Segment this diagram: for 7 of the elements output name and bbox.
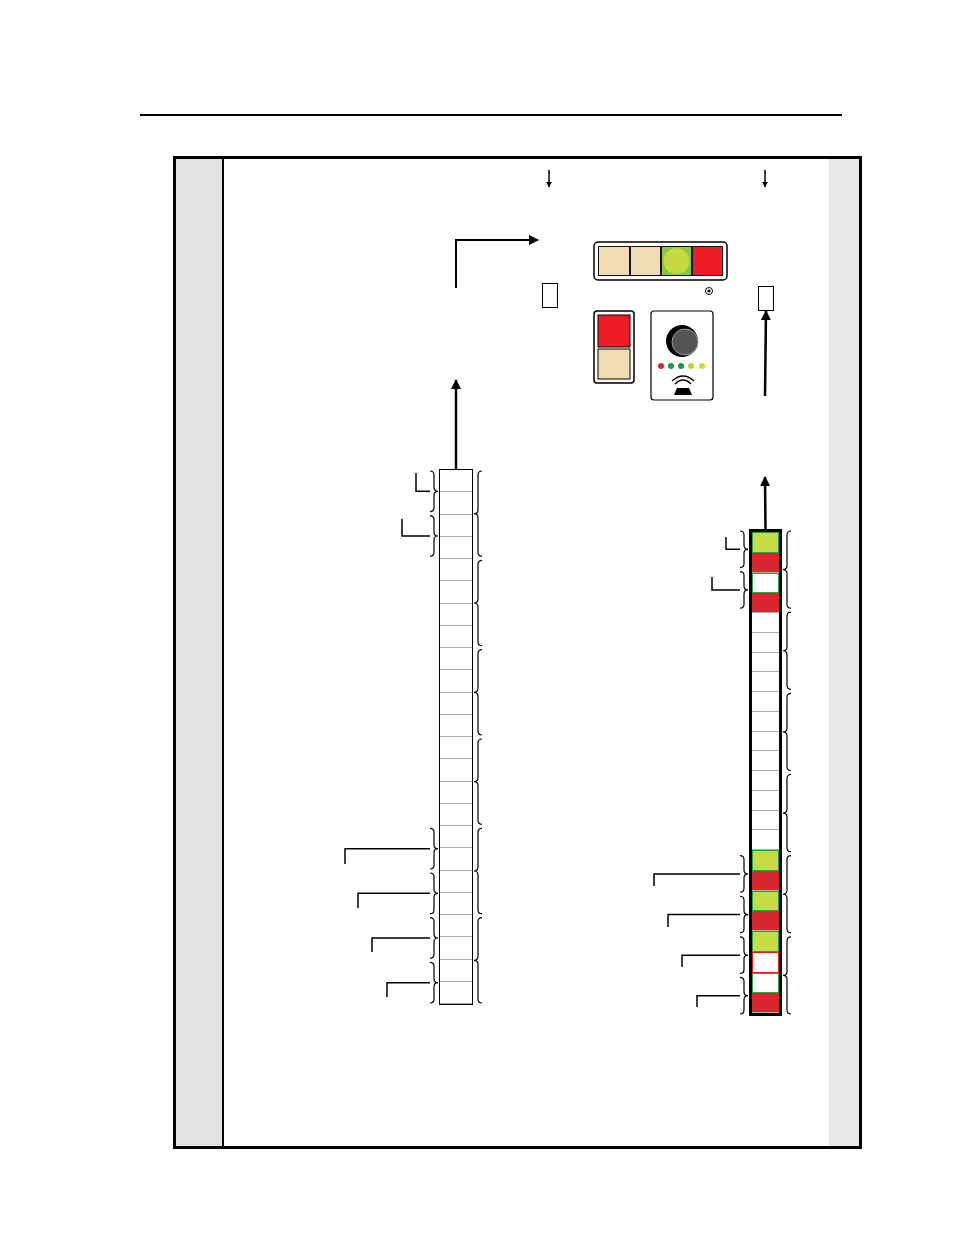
register-bar xyxy=(749,529,782,1016)
register-bar xyxy=(439,469,473,1005)
arrow xyxy=(451,379,461,469)
arrow xyxy=(760,310,771,396)
small-box xyxy=(758,286,774,311)
small-box xyxy=(542,283,558,308)
arrow xyxy=(760,476,771,529)
